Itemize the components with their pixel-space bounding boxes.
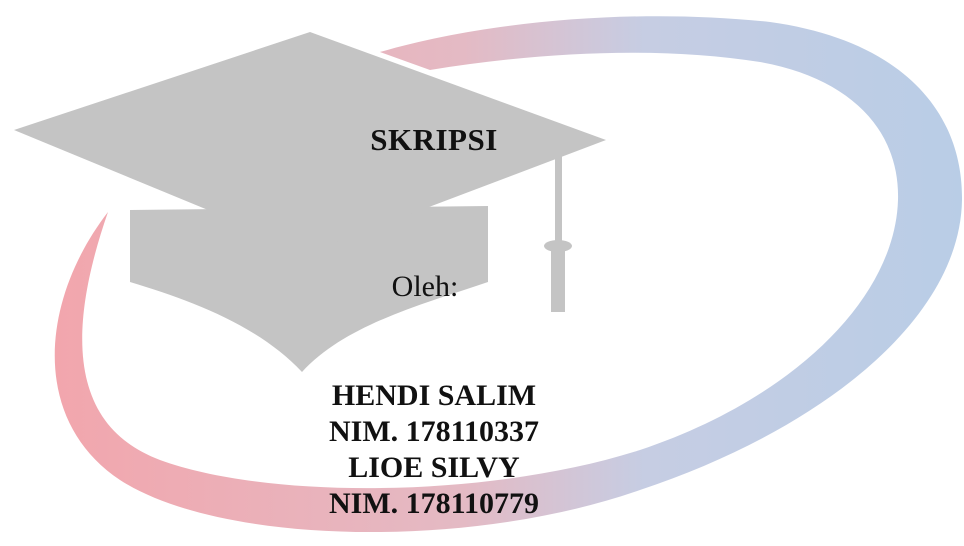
graduation-cap-icon [14, 32, 606, 372]
tassel [551, 250, 565, 312]
cap-base [130, 206, 488, 372]
author-name: HENDI SALIM [331, 379, 537, 412]
tassel-cord [555, 140, 562, 248]
author-name: LIOE SILVY [348, 451, 520, 484]
author-nim: NIM. 178110779 [329, 487, 539, 520]
tassel-knot [544, 240, 572, 252]
swoosh-outer [54, 16, 963, 533]
by-label: Oleh: [391, 270, 459, 303]
authors-block: HENDI SALIM NIM. 178110337 LIOE SILVY NI… [329, 378, 539, 522]
document-title: SKRIPSI [370, 122, 498, 157]
swoosh-ring-icon [54, 16, 963, 533]
author-nim: NIM. 178110337 [329, 415, 539, 448]
mortarboard [14, 32, 606, 252]
